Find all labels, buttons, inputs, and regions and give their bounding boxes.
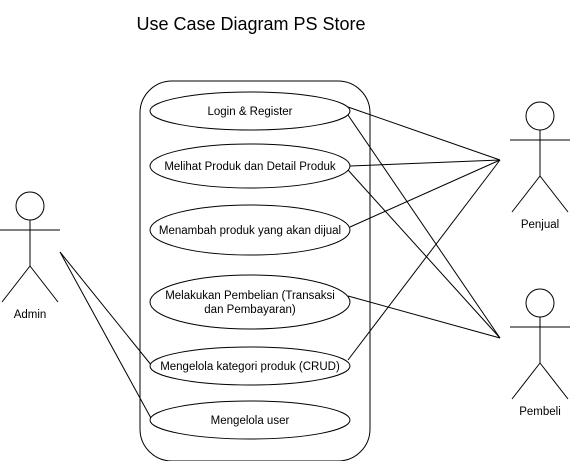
actor-pembeli: Pembeli	[510, 288, 570, 418]
actor-admin: Admin	[0, 191, 60, 321]
use-case-ellipse	[149, 400, 351, 440]
use-case-label: Melakukan Pembelian (Transaksi	[165, 290, 335, 302]
use-case-tambah: Menambah produk yang akan dijual	[149, 204, 351, 256]
use-case-ellipse	[149, 204, 351, 256]
actor-label: Pembeli	[519, 406, 561, 418]
actor-right-leg	[29, 265, 59, 303]
association-admin-user	[59, 251, 153, 421]
use-case-label: Mengelola user	[211, 415, 290, 427]
actor-left-leg	[1, 265, 31, 303]
association-admin-kategori	[59, 251, 153, 367]
association-penjual-lihat	[349, 159, 501, 167]
use-case-label: Login & Register	[207, 106, 292, 118]
association-penjual-login	[347, 106, 501, 161]
associations	[59, 106, 501, 421]
association-pembeli-login	[347, 114, 501, 339]
actor-head	[525, 288, 555, 318]
use-case-beli: Melakukan Pembelian (Transaksi dan Pembay…	[149, 274, 351, 330]
diagram-title: Use Case Diagram PS Store	[136, 14, 365, 34]
use-case-ellipse	[149, 274, 351, 330]
actor-label: Admin	[14, 309, 47, 321]
actor-left-leg	[511, 175, 541, 213]
association-pembeli-lihat	[347, 169, 501, 339]
use-case-label: Mengelola kategori produk (CRUD)	[160, 361, 340, 373]
actor-right-leg	[539, 362, 569, 400]
association-penjual-tambah	[349, 159, 501, 228]
use-case-label: Melihat Produk dan Detail Produk	[164, 161, 336, 173]
use-case-user: Mengelola user	[149, 400, 351, 440]
use-case-ellipse	[149, 346, 351, 386]
association-pembeli-beli	[347, 295, 501, 339]
association-penjual-kategori	[347, 159, 501, 361]
use-case-ellipse	[149, 91, 351, 131]
actor-head	[15, 191, 45, 221]
use-case-lihat: Melihat Produk dan Detail Produk	[149, 143, 351, 189]
use-case-kategori: Mengelola kategori produk (CRUD)	[149, 346, 351, 386]
actor-penjual: Penjual	[510, 101, 570, 231]
actor-right-leg	[539, 175, 569, 213]
use-case-ellipse	[149, 143, 351, 189]
use-case-login: Login & Register	[149, 91, 351, 131]
actor-head	[525, 101, 555, 131]
use-case-label: Menambah produk yang akan dijual	[159, 225, 341, 237]
actor-label: Penjual	[521, 219, 559, 231]
use-case-label: dan Pembayaran)	[204, 304, 296, 316]
system-boundary	[139, 80, 371, 461]
actor-left-leg	[511, 362, 541, 400]
